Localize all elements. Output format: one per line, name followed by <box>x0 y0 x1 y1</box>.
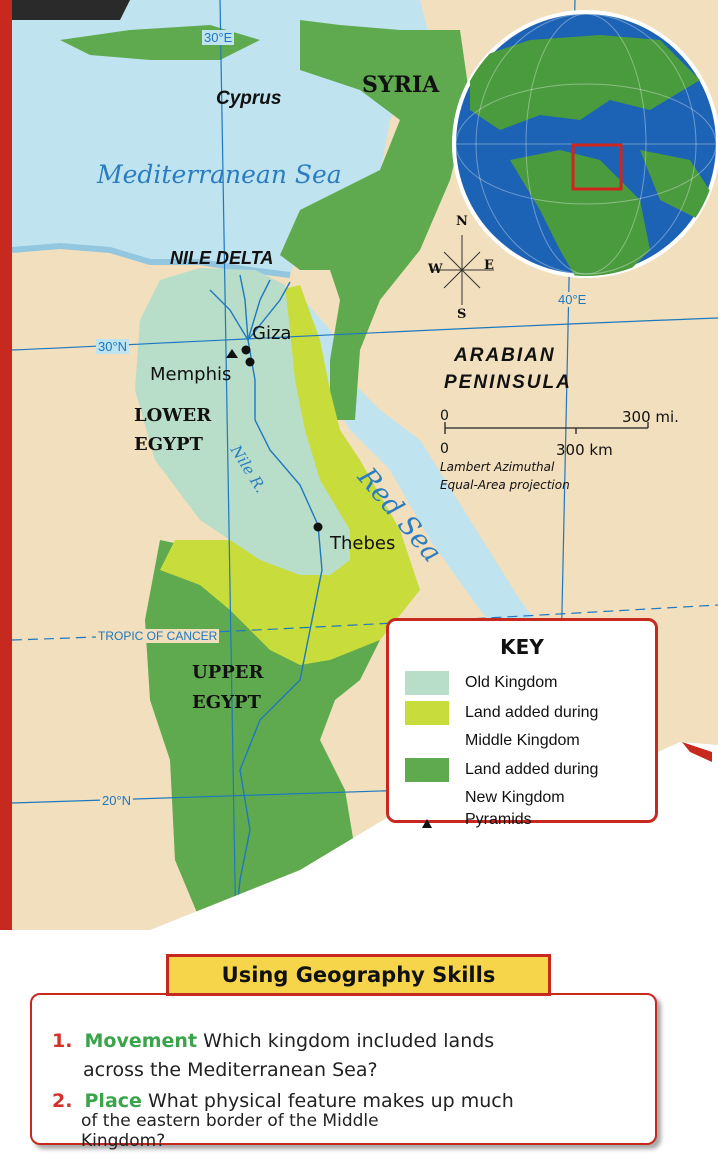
label-peninsula: PENINSULA <box>444 372 572 393</box>
label-thebes: Thebes <box>330 533 396 554</box>
thebes-marker <box>313 522 323 532</box>
question-text: of the eastern border of the Middle <box>81 1111 379 1131</box>
pyramid-icon <box>422 819 432 828</box>
middle-kingdom-swatch <box>405 701 449 725</box>
label-lower-egypt-2: EGYPT <box>134 434 203 455</box>
compass-n: N <box>456 214 468 229</box>
key-label: New Kingdom <box>465 789 565 806</box>
compass-s: S <box>457 307 467 322</box>
gridlabel-30n: 30°N <box>96 339 130 354</box>
nile-river <box>234 339 323 930</box>
scale-zero-km: 0 <box>440 441 449 457</box>
skills-box: 1. Movement Which kingdom included lands… <box>30 993 657 1145</box>
globe-highlight-box <box>571 143 623 191</box>
giza-marker <box>241 345 251 355</box>
scale-projection-2: Equal-Area projection <box>440 478 570 492</box>
question-number: 1. <box>52 1030 73 1052</box>
new-kingdom-syria <box>280 20 470 420</box>
label-lower-egypt-1: LOWER <box>134 405 212 426</box>
left-border <box>0 0 12 930</box>
old-kingdom-area <box>135 268 350 575</box>
label-arabian: ARABIAN <box>454 345 556 366</box>
question-text: What physical feature makes up much <box>147 1090 514 1112</box>
label-mediterranean-sea: Mediterranean Sea <box>97 160 342 189</box>
label-giza: Giza <box>252 323 292 344</box>
question-1: 1. Movement Which kingdom included lands <box>52 1027 494 1055</box>
pyramid-marker <box>226 349 238 358</box>
compass-w: W <box>428 262 443 277</box>
key-title: KEY <box>500 635 544 659</box>
label-upper-egypt-2: EGYPT <box>192 692 261 713</box>
scale-projection-1: Lambert Azimuthal <box>440 460 555 474</box>
middle-kingdom-area <box>160 285 420 665</box>
question-1-line-2: across the Mediterranean Sea? <box>83 1056 378 1084</box>
label-syria: SYRIA <box>362 72 440 98</box>
compass-e: E <box>484 258 494 273</box>
new-kingdom-swatch <box>405 758 449 782</box>
question-text: across the Mediterranean Sea? <box>83 1059 378 1081</box>
map-key: KEY Old Kingdom Land added during Middle… <box>386 618 658 828</box>
question-number: 2. <box>52 1090 73 1112</box>
scale-mi: 300 mi. <box>622 408 679 426</box>
key-label: Middle Kingdom <box>465 732 580 749</box>
key-label: Pyramids <box>465 811 532 828</box>
label-upper-egypt-1: UPPER <box>192 662 264 683</box>
scale-km: 300 km <box>556 441 613 459</box>
skills-title: Using Geography Skills <box>166 954 551 996</box>
map-bottom-edge <box>682 742 712 762</box>
scale-zero-mi: 0 <box>440 408 449 424</box>
question-2: 2. Place What physical feature makes up … <box>52 1087 514 1115</box>
gridlabel-tropic: TROPIC OF CANCER <box>96 629 220 643</box>
question-keyword: Movement <box>84 1030 198 1052</box>
label-nile-delta: NILE DELTA <box>170 248 274 268</box>
key-label: Land added during <box>465 761 599 778</box>
question-text: Which kingdom included lands <box>203 1030 495 1052</box>
key-label: Land added during <box>465 704 599 721</box>
label-memphis: Memphis <box>150 364 232 385</box>
globe-locator <box>452 10 718 278</box>
old-kingdom-swatch <box>405 671 449 695</box>
question-text: Kingdom? <box>81 1131 166 1151</box>
gridlabel-20n: 20°N <box>100 793 134 808</box>
key-label: Old Kingdom <box>465 674 558 691</box>
scale-bar <box>444 422 649 434</box>
label-cyprus: Cyprus <box>216 88 282 109</box>
header-tab <box>0 0 130 20</box>
question-keyword: Place <box>84 1090 142 1112</box>
gridlabel-40e: 40°E <box>556 292 589 307</box>
gridlabel-30e: 30°E <box>202 30 235 45</box>
compass-rose <box>430 235 494 305</box>
memphis-marker <box>245 357 255 367</box>
